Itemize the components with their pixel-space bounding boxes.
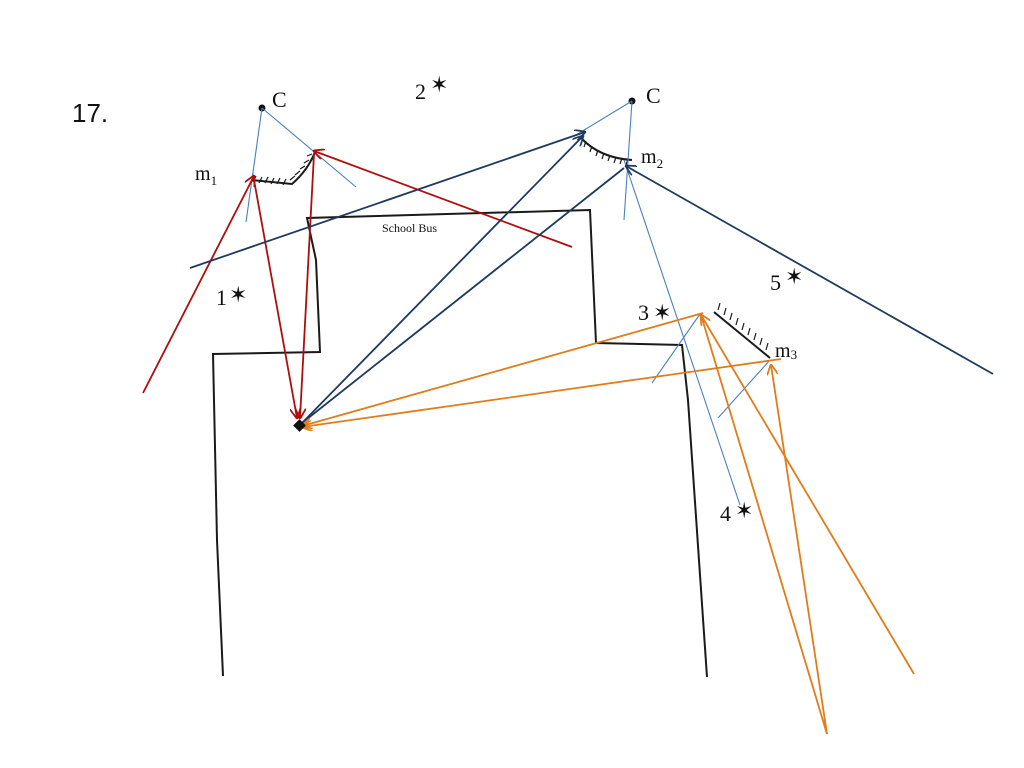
ray-group-red	[142, 151, 573, 418]
normal-lines	[245, 100, 771, 506]
mirror-m1	[251, 151, 316, 186]
ray-group-navy	[189, 132, 994, 424]
mirror-label-m3: m3	[775, 340, 797, 362]
svg-text:✶: ✶	[735, 498, 753, 523]
center-label-m1: C	[272, 87, 287, 112]
star-4: 4 ✶	[720, 498, 753, 526]
svg-text:✶: ✶	[430, 72, 448, 97]
star-3: 3 ✶	[638, 300, 671, 325]
ray-group-orange	[302, 312, 915, 735]
mirror-m3	[713, 302, 771, 359]
mirror-label-m1: m1	[195, 163, 217, 188]
observer-point	[293, 419, 306, 432]
svg-text:✶: ✶	[653, 300, 671, 325]
star-1: 1 ✶	[216, 282, 247, 310]
svg-text:1: 1	[216, 285, 227, 310]
problem-number: 17.	[72, 98, 108, 128]
svg-text:2: 2	[415, 79, 426, 104]
mirror-label-m2: m2	[641, 146, 663, 171]
building-outline	[211, 208, 708, 678]
star-5: 5 ✶	[770, 264, 803, 295]
svg-text:✶: ✶	[229, 282, 247, 307]
star-2: 2 ✶	[415, 72, 448, 104]
svg-text:4: 4	[720, 501, 731, 526]
svg-text:3: 3	[638, 300, 649, 325]
svg-text:✶: ✶	[785, 264, 803, 289]
school-bus-label: School Bus	[382, 221, 437, 235]
center-label-m2: C	[646, 83, 661, 108]
svg-text:5: 5	[770, 270, 781, 295]
